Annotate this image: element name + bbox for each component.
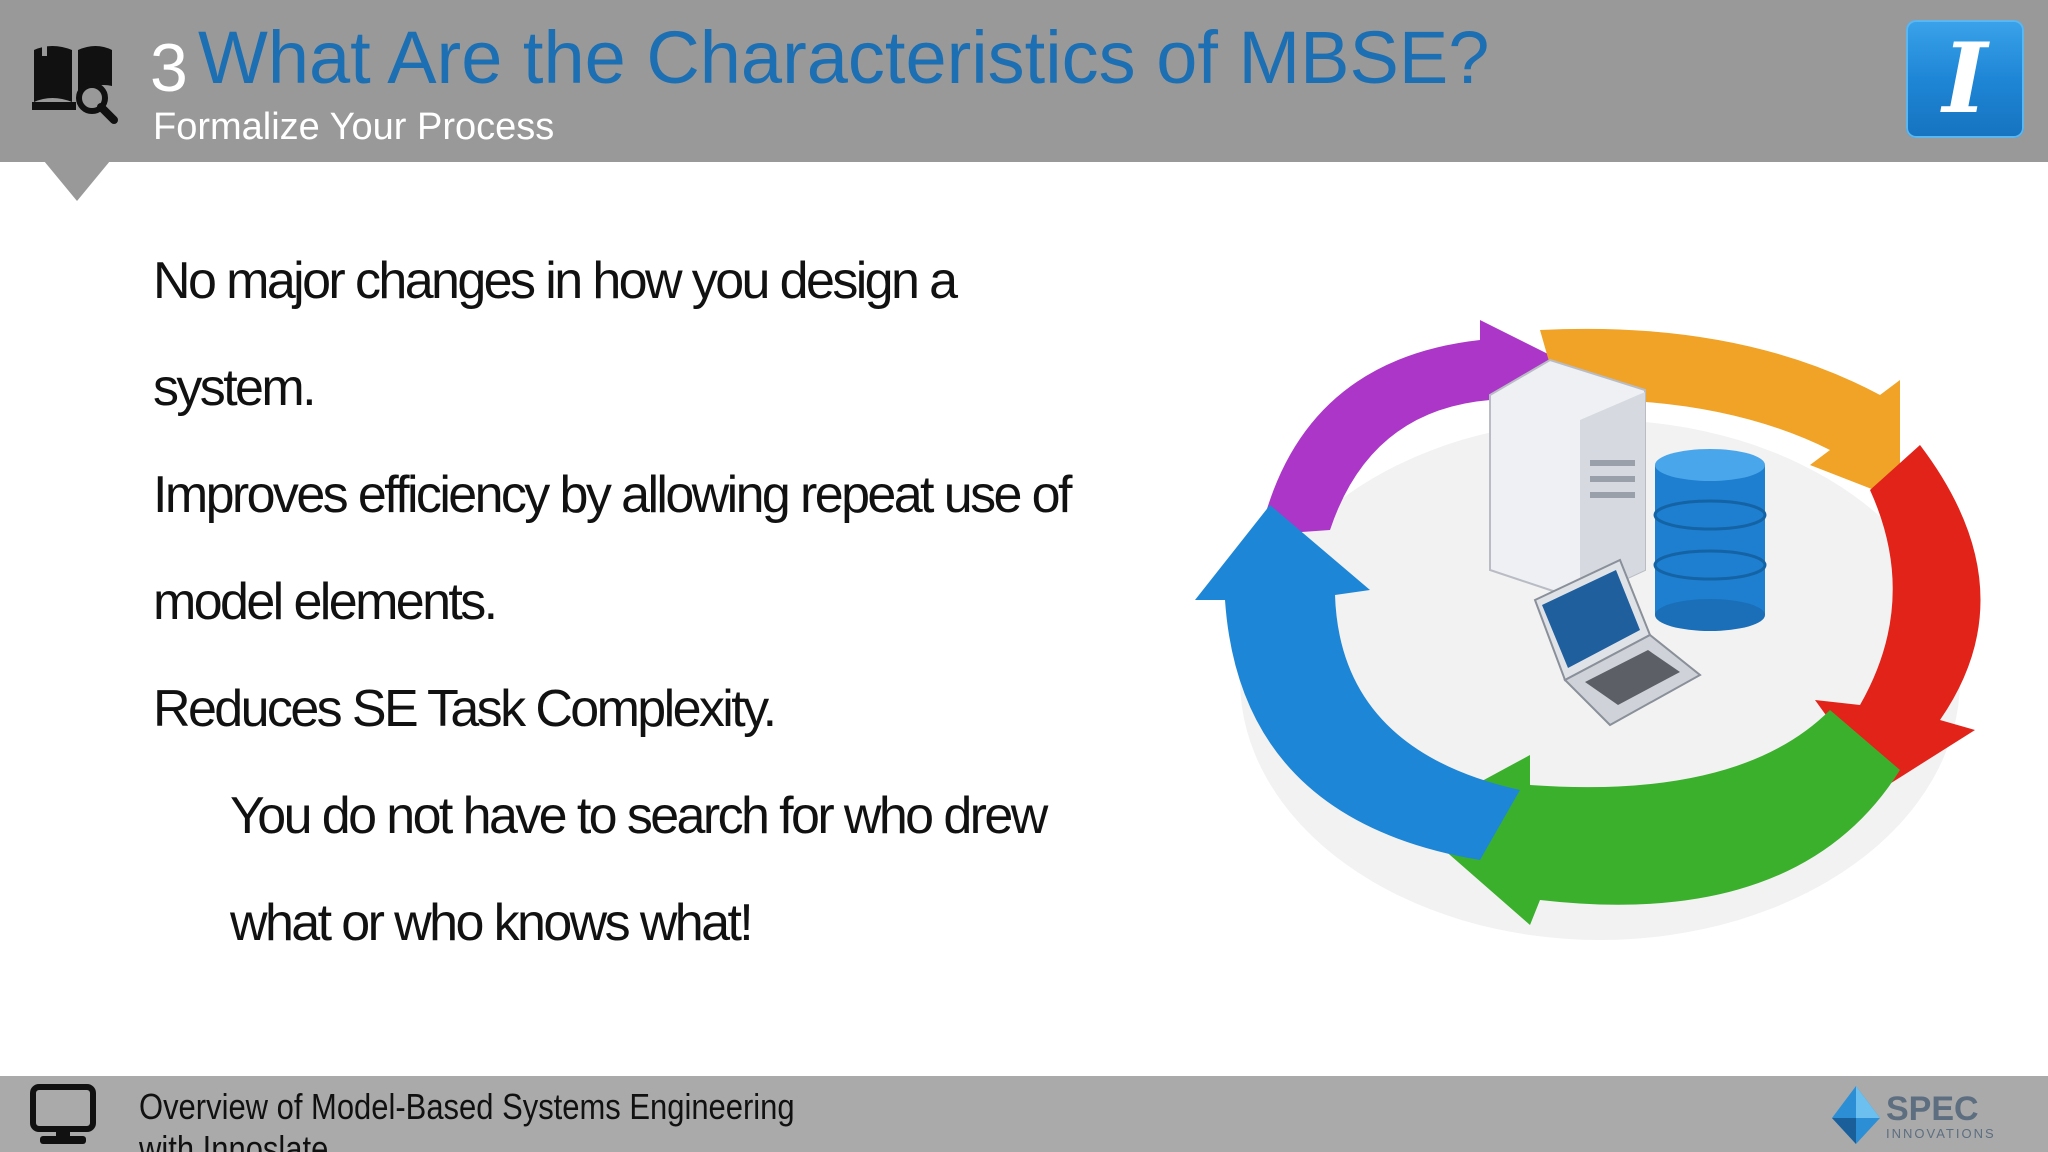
app-logo-icon: I [1906,20,2024,138]
app-logo-glyph: I [1942,22,1988,135]
cycle-arrow [1410,710,1900,925]
slide-subtitle: Formalize Your Process [153,106,555,148]
section-number: 3 [150,30,188,106]
footer-bar: Overview of Model-Based Systems Engineer… [0,1076,2048,1152]
cycle-arrow [1540,328,1900,500]
bullet-line: Reduces SE Task Complexity. [153,680,777,738]
process-cycle-icon [1195,320,1981,940]
bullet-line: system. [153,359,317,417]
bullet-list: No major changes in how you design a sys… [153,228,1153,977]
spec-logo-name: SPEC [1886,1090,1979,1128]
cycle-arrow [1195,505,1520,860]
book-search-icon [32,46,118,124]
header-pointer [44,161,110,201]
bullet-line: No major changes in how you design a [153,252,958,310]
laptop [1533,558,1702,727]
cycle-arrow [1815,445,1981,790]
sub-bullet-line: what or who knows what! [230,894,754,952]
spec-innovations-logo: SPEC INNOVATIONS [1832,1086,1996,1144]
bullet-line: Improves efficiency by allowing repeat u… [153,466,1072,524]
sub-bullet-line: You do not have to search for who drew [230,787,1048,845]
header-bar: 3 What Are the Characteristics of MBSE? … [0,0,2048,162]
spec-logo-tagline: INNOVATIONS [1886,1126,1996,1141]
bullet-line: model elements. [153,573,498,631]
slide-title: What Are the Characteristics of MBSE? [198,16,1490,99]
monitor-icon [30,1084,96,1144]
database-cylinder [1653,449,1767,631]
footer-text: Overview of Model-Based Systems Engineer… [139,1086,795,1152]
cycle-arrow [1260,320,1580,535]
